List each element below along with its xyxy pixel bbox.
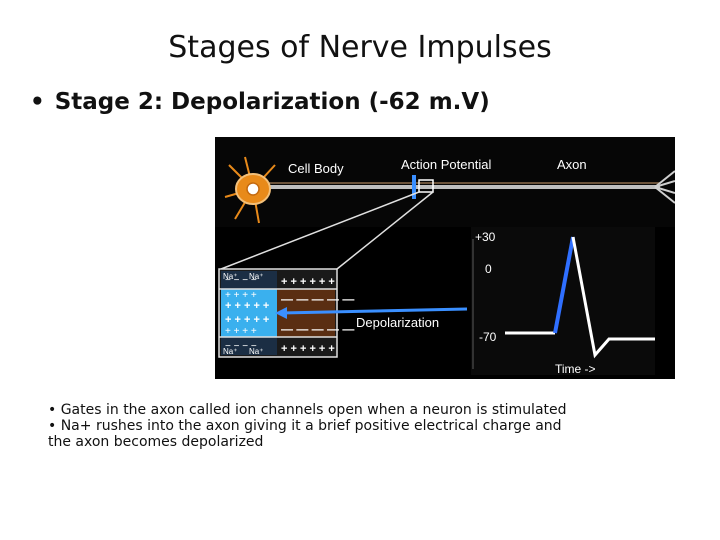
depolarization-arrowhead [275, 307, 287, 319]
slide-title: Stages of Nerve Impulses [168, 30, 552, 65]
neuron-cell-body [224, 156, 276, 224]
sodium-label: Na⁺ [223, 347, 237, 356]
voltage-tick-minus70: -70 [479, 330, 497, 344]
sodium-label: Na⁺ [249, 347, 263, 356]
bullet-marker: • [30, 89, 45, 115]
svg-text:— — — — —: — — — — — [281, 322, 354, 336]
svg-text:+ + + + + +: + + + + + + [281, 343, 335, 355]
axon-terminal [654, 170, 675, 204]
sodium-label: Na⁺ [223, 272, 237, 281]
note-line: • Na+ rushes into the axon giving it a b… [48, 418, 562, 450]
action-potential-label: Action Potential [401, 157, 491, 172]
rising-phase-trace [553, 236, 575, 334]
time-axis-label: Time -> [555, 362, 596, 376]
axon-label: Axon [557, 157, 587, 172]
axon-strip [215, 137, 675, 227]
voltage-tick-plus30: +30 [475, 230, 496, 244]
zoom-line-right [336, 191, 434, 270]
note-line: • Gates in the axon called ion channels … [48, 402, 567, 418]
svg-text:+ + + + + +: + + + + + + [281, 276, 335, 288]
action-potential-marker [418, 179, 434, 193]
depolarization-label: Depolarization [356, 315, 439, 330]
depolarization-arrow [280, 307, 468, 315]
nerve-impulse-diagram: Cell Body Action Potential Axon + + + + … [215, 137, 675, 376]
svg-text:+ + + + +: + + + + + [225, 314, 269, 326]
sodium-label: Na⁺ [249, 272, 263, 281]
falling-phase-trace [571, 236, 655, 359]
svg-text:— — — — —: — — — — — [281, 292, 354, 306]
zoom-line-left [220, 191, 420, 270]
voltage-tick-zero: 0 [485, 262, 492, 276]
svg-text:+ + + +: + + + + [225, 290, 257, 301]
svg-text:− − − −: − − − − [225, 341, 257, 352]
depolarized-region [221, 289, 277, 337]
svg-text:+ + + + +: + + + + + [225, 300, 269, 312]
svg-text:− − − −: − − − − [225, 275, 257, 286]
stage-heading-text: Stage 2: Depolarization (-62 m.V) [54, 89, 490, 115]
notes-text: • Gates in the axon called ion channels … [48, 402, 568, 450]
cell-body-label: Cell Body [288, 161, 344, 176]
stage-heading: • Stage 2: Depolarization (-62 m.V) [30, 89, 490, 115]
svg-text:+ + + +: + + + + [225, 326, 257, 337]
action-potential-graph: +30 0 -70 Time -> [471, 227, 655, 376]
nerve-impulse-figure: Cell Body Action Potential Axon + + + + … [215, 137, 675, 379]
